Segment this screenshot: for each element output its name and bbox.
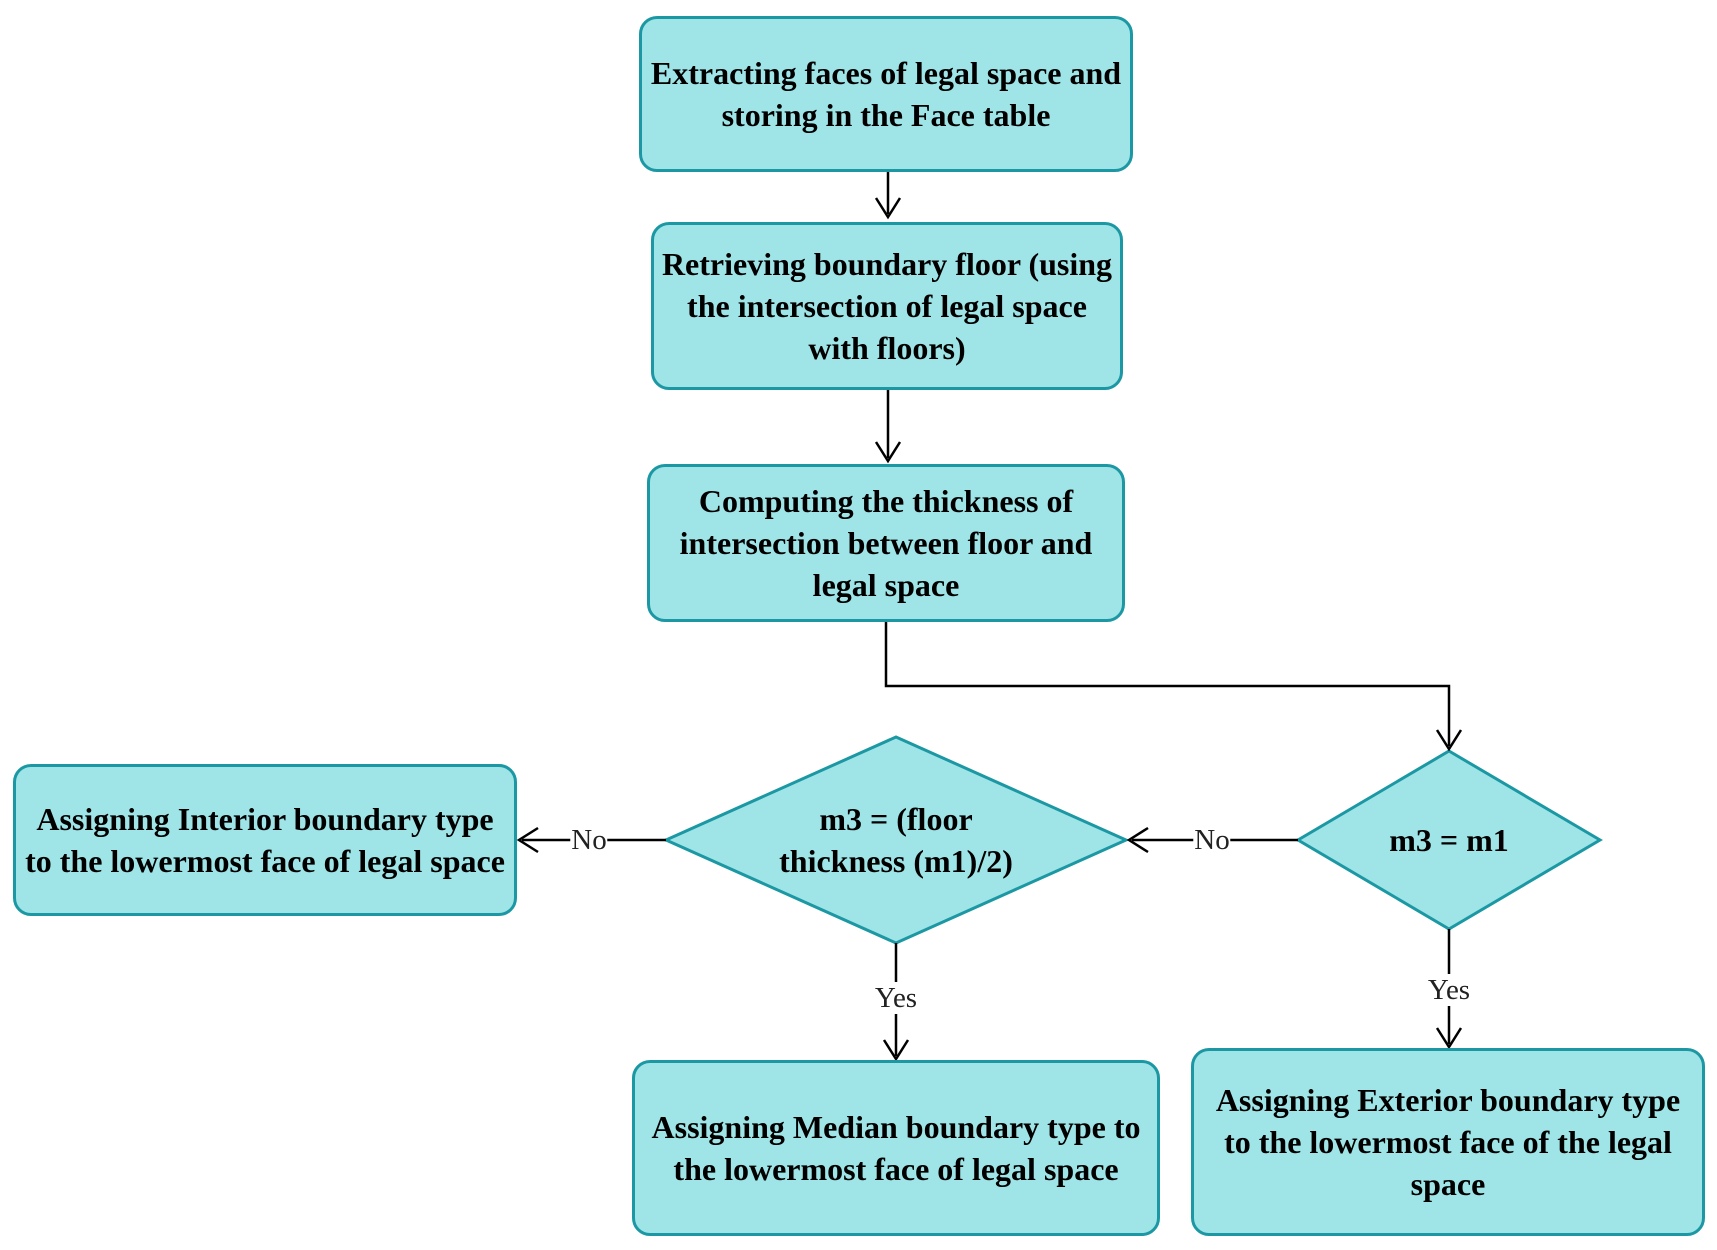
process-assign-exterior: Assigning Exterior boundary type to the … bbox=[1191, 1048, 1705, 1236]
process-assign-exterior-label: Assigning Exterior boundary type to the … bbox=[1215, 1082, 1681, 1202]
process-extract-faces: Extracting faces of legal space and stor… bbox=[639, 16, 1133, 172]
arrow-extract-to-retrieve bbox=[874, 172, 902, 220]
process-compute-thickness-label: Computing the thickness of intersection … bbox=[679, 483, 1093, 603]
decision-m1-label: m3 = m1 bbox=[1389, 822, 1509, 858]
arrow-retrieve-to-compute bbox=[874, 390, 902, 464]
process-extract-faces-label: Extracting faces of legal space and stor… bbox=[650, 55, 1122, 133]
process-retrieve-floor-label: Retrieving boundary floor (using the int… bbox=[661, 246, 1113, 366]
process-compute-thickness: Computing the thickness of intersection … bbox=[647, 464, 1125, 622]
process-assign-interior: Assigning Interior boundary type to the … bbox=[13, 764, 517, 916]
edge-label-yes-half: Yes bbox=[873, 982, 919, 1014]
arrow-compute-to-decision-m1 bbox=[884, 622, 1463, 752]
edge-label-yes-m1: Yes bbox=[1426, 974, 1472, 1006]
decision-half-label: m3 = (floor thickness (m1)/2) bbox=[779, 801, 1013, 879]
process-assign-median: Assigning Median boundary type to the lo… bbox=[632, 1060, 1160, 1236]
edge-label-no-m1: No bbox=[1193, 824, 1231, 856]
process-assign-interior-label: Assigning Interior boundary type to the … bbox=[25, 801, 505, 879]
edge-label-no-half: No bbox=[570, 824, 608, 856]
process-retrieve-floor: Retrieving boundary floor (using the int… bbox=[651, 222, 1123, 390]
process-assign-median-label: Assigning Median boundary type to the lo… bbox=[651, 1109, 1141, 1187]
